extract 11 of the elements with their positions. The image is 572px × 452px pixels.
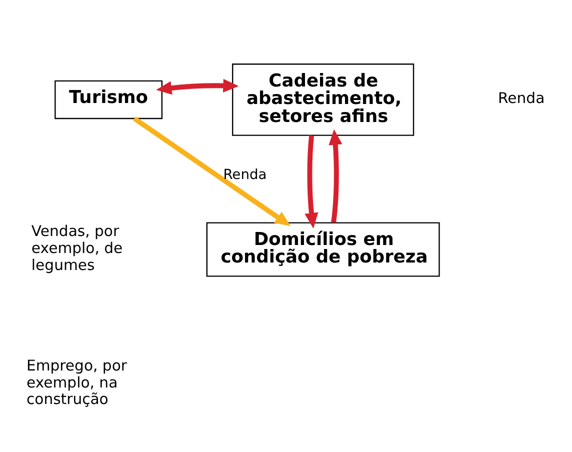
edge-label: Renda [223, 166, 267, 183]
label: Renda [498, 90, 545, 107]
node-box: Domicílios em condição de pobreza [206, 222, 440, 276]
arrow [156, 78, 239, 94]
label: Emprego, por exemplo, na construção [26, 357, 128, 408]
arrow [328, 128, 342, 222]
node-box: Cadeias de abastecimento, setores afins [232, 63, 414, 136]
arrow [304, 134, 318, 228]
label: Vendas, por exemplo, de legumes [31, 222, 123, 274]
node-box: Turismo [54, 80, 163, 119]
arrow [133, 116, 291, 226]
